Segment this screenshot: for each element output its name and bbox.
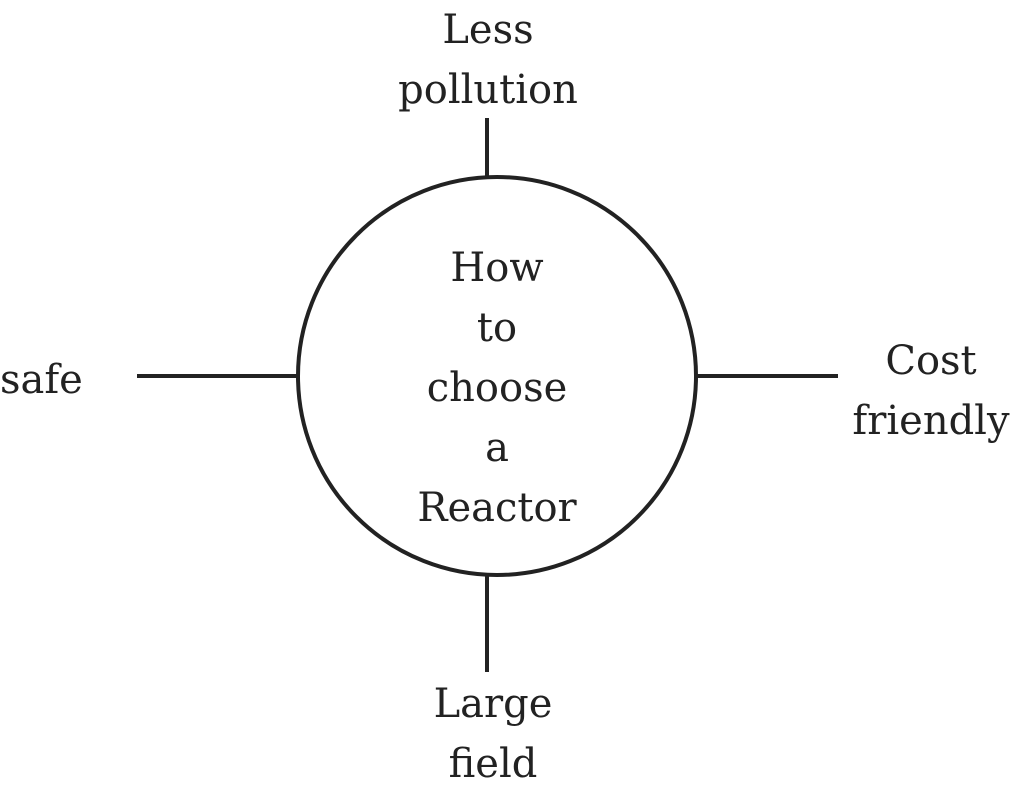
center-line: to xyxy=(476,305,518,351)
branch-bottom-line: Large xyxy=(433,681,553,727)
center-circle xyxy=(296,175,698,577)
branch-left-line: safe xyxy=(0,357,83,403)
branch-right-line: Cost xyxy=(885,338,977,384)
branch-label-right: Cost friendly xyxy=(838,331,1024,451)
branch-right-line: friendly xyxy=(852,398,1010,444)
center-topic-label: How to choose a Reactor xyxy=(397,238,597,538)
branch-bottom-line: field xyxy=(448,741,538,787)
center-line: a xyxy=(485,425,509,471)
center-line: choose xyxy=(426,365,568,411)
branch-label-bottom: Large field xyxy=(408,674,578,794)
branch-top-line: pollution xyxy=(398,67,578,113)
branch-label-left: safe xyxy=(0,350,94,410)
branch-top-line: Less xyxy=(442,7,534,53)
center-line: How xyxy=(450,245,544,291)
branch-label-top: Less pollution xyxy=(378,0,598,120)
center-line: Reactor xyxy=(417,485,577,531)
